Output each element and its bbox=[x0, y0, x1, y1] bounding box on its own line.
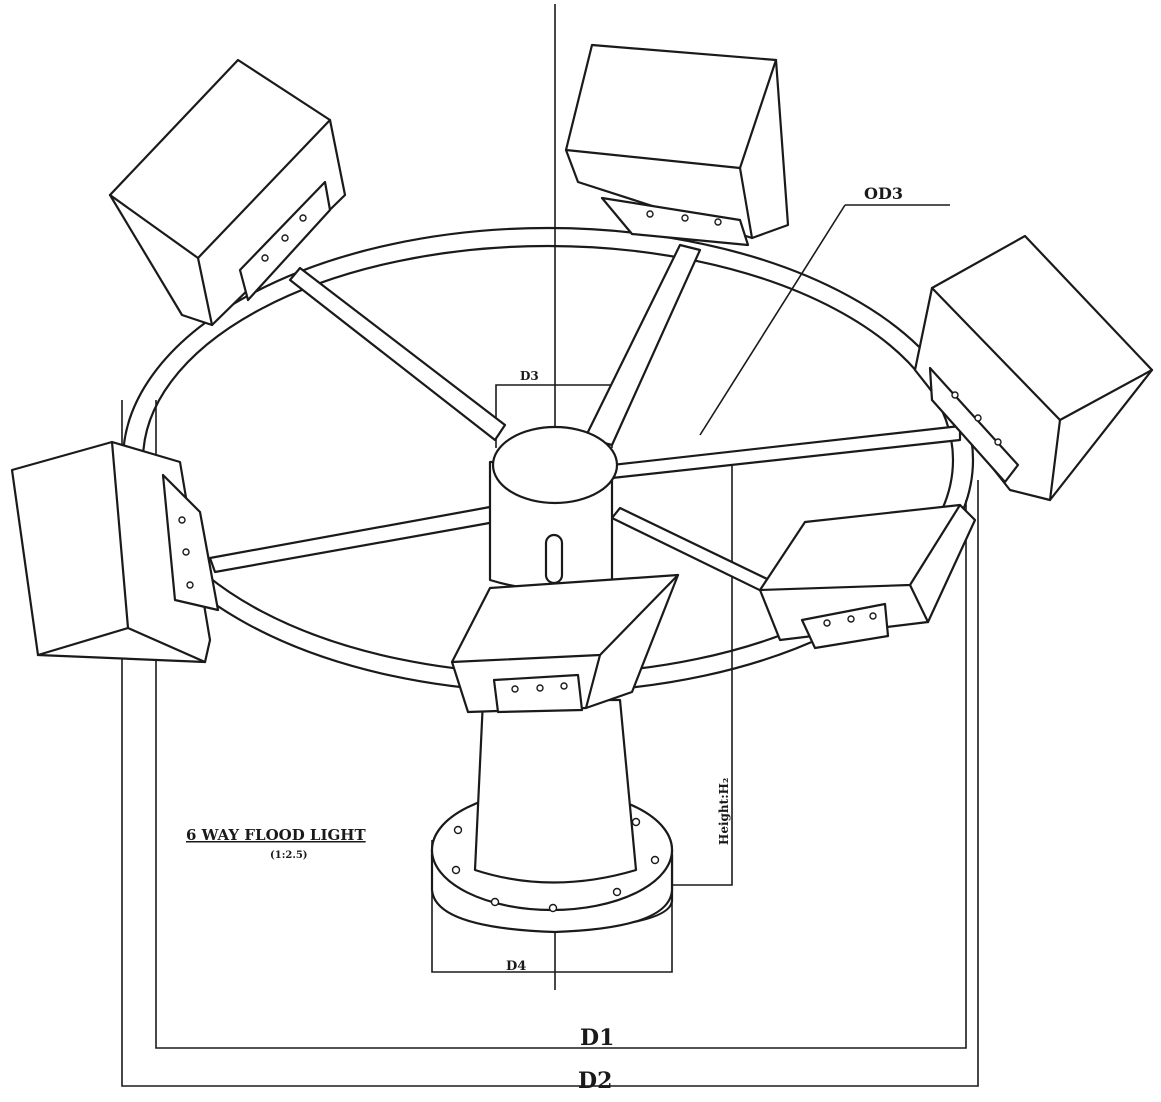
drawing-labels: OD3 D3 D4 D1 D2 Height:H₂ 6 WAY FLOOD LI… bbox=[186, 184, 903, 1094]
central-hub bbox=[488, 425, 619, 592]
lamp-right bbox=[913, 234, 1154, 502]
lamp-top-left bbox=[108, 58, 347, 327]
spokes bbox=[208, 243, 962, 602]
label-d4: D4 bbox=[506, 959, 526, 974]
lamp-left bbox=[10, 440, 220, 664]
lamp-right-lower bbox=[758, 503, 977, 650]
label-d3: D3 bbox=[520, 369, 539, 383]
label-od3: OD3 bbox=[864, 184, 903, 203]
column-base bbox=[430, 698, 674, 934]
label-d1: D1 bbox=[580, 1025, 614, 1051]
lamp-top-center bbox=[564, 43, 790, 247]
lamp-front-center bbox=[450, 573, 680, 714]
label-height: Height:H₂ bbox=[717, 778, 731, 845]
drawing-scale: (1:2.5) bbox=[270, 850, 308, 861]
drawing-title: 6 WAY FLOOD LIGHT bbox=[186, 826, 366, 844]
label-d2: D2 bbox=[578, 1068, 612, 1094]
